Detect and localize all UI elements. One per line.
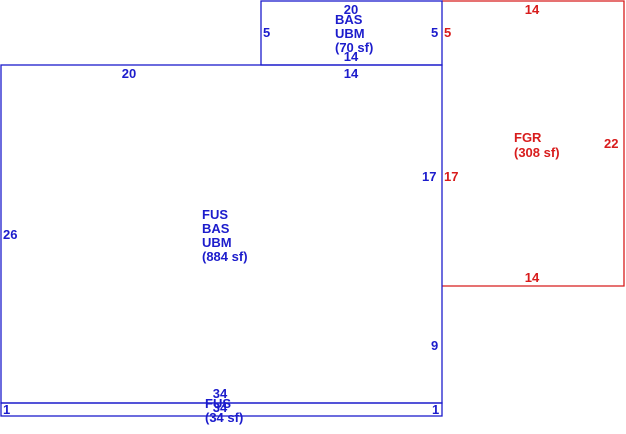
garage-dim-bottom: 14 [525, 270, 540, 285]
strip-label-line-2: (34 sf) [205, 410, 243, 425]
garage-dim-top: 14 [525, 2, 540, 17]
upper-label-line-3: (70 sf) [335, 40, 373, 55]
garage-label-line-1: FGR [514, 130, 542, 145]
main-dim-top: 20 [122, 66, 136, 81]
garage-dim-left-lower: 17 [444, 169, 458, 184]
main-label-line-2: BAS [202, 221, 230, 236]
main-label-line-1: FUS [202, 207, 228, 222]
main-label-line-3: UBM [202, 235, 232, 250]
upper-dim-bottom: 14 [344, 49, 359, 64]
garage-dim-right: 22 [604, 136, 618, 151]
upper-dim-top: 20 [344, 2, 358, 17]
strip-area-outline [0, 402, 443, 417]
strip-dim-right: 1 [432, 402, 439, 417]
main-dim-top-right: 14 [344, 66, 359, 81]
strip-dim-bottom: 34 [213, 400, 228, 415]
garage-dim-left: 5 [444, 25, 451, 40]
main-dim-left: 26 [3, 227, 17, 242]
upper-label-line-1: BAS [335, 12, 363, 27]
strip-dim-left: 1 [3, 402, 10, 417]
upper-dim-right: 5 [431, 25, 438, 40]
main-label-line-4: (884 sf) [202, 249, 248, 264]
upper-dim-left: 5 [263, 25, 270, 40]
garage-label-line-2: (308 sf) [514, 145, 560, 160]
main-dim-right-upper: 17 [422, 169, 436, 184]
main-dim-right-lower: 9 [431, 338, 438, 353]
strip-label-line-1: FUS [205, 396, 231, 411]
garage-outline [442, 0, 625, 287]
upper-label-line-2: UBM [335, 26, 365, 41]
strip-dim-top: 34 [213, 386, 228, 401]
